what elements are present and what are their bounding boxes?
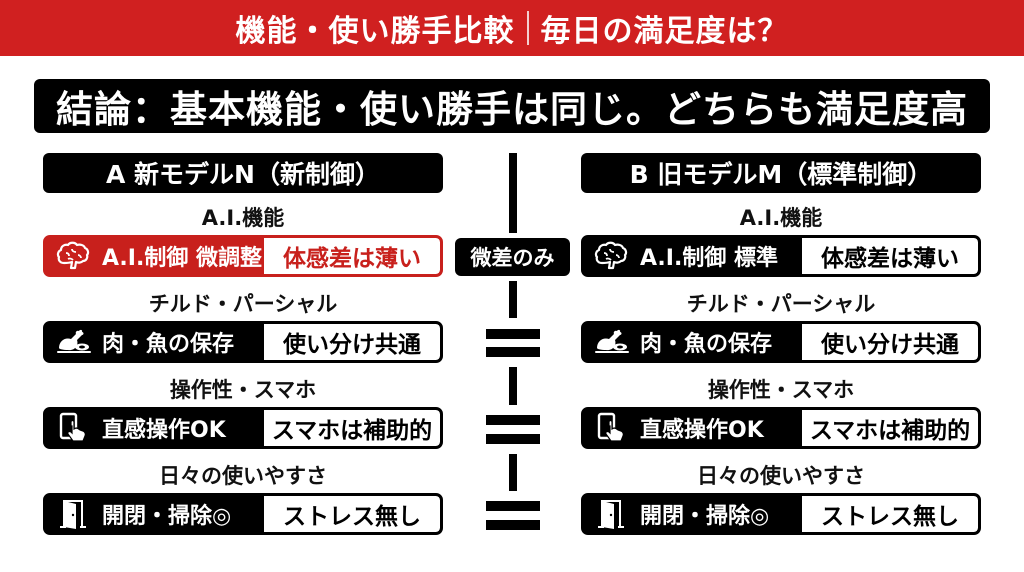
verdict-text: 使い分け共通: [264, 324, 440, 360]
category-label: 日々の使いやすさ: [697, 464, 865, 488]
brain-icon: [592, 240, 632, 272]
feature-row-ai: A.I.制御 微調整 体感差は薄い: [43, 235, 443, 277]
model-a-header: A 新モデルN（新制御）: [43, 153, 443, 193]
divider-segment: [509, 454, 517, 491]
brain-icon: [54, 240, 94, 272]
equals-sign-top: [486, 329, 540, 339]
category-label: A.I.機能: [201, 206, 285, 230]
divider-segment: [509, 367, 517, 405]
smartphone-tap-icon: [592, 412, 632, 444]
meat-fish-icon: [592, 326, 632, 358]
conclusion-banner: 結論：基本機能・使い勝手は同じ。どちらも満足度高: [34, 79, 990, 133]
equals-sign-top: [486, 415, 540, 425]
feature-text: 直感操作OK: [102, 418, 226, 443]
equals-sign-bottom: [486, 434, 540, 444]
header-bar: 機能・使い勝手比較 毎日の満足度は？: [0, 0, 1024, 56]
category-label: 操作性・スマホ: [169, 378, 317, 402]
slight-difference-badge: 微差のみ: [455, 238, 570, 276]
divider-segment: [509, 153, 517, 233]
meat-fish-icon: [54, 326, 94, 358]
verdict-text: スマホは補助的: [264, 410, 440, 446]
header-title-left: 機能・使い勝手比較: [235, 14, 515, 49]
door-icon: [592, 498, 632, 530]
verdict-text: スマホは補助的: [802, 410, 978, 446]
feature-text: A.I.制御 標準: [640, 246, 778, 271]
divider-segment: [509, 281, 517, 318]
verdict-text: 体感差は薄い: [802, 238, 978, 274]
feature-row-operation: 直感操作OK スマホは補助的: [43, 407, 443, 449]
door-icon: [54, 498, 94, 530]
model-b-header: B 旧モデルM（標準制御）: [581, 153, 981, 193]
category-label: 操作性・スマホ: [707, 378, 855, 402]
verdict-text: ストレス無し: [802, 496, 978, 532]
feature-row-chilled: 肉・魚の保存 使い分け共通: [43, 321, 443, 363]
category-label: チルド・パーシャル: [686, 292, 876, 316]
feature-text: 肉・魚の保存: [640, 332, 773, 357]
feature-row-daily: 開閉・掃除◎ ストレス無し: [581, 493, 981, 535]
feature-row-daily: 開閉・掃除◎ ストレス無し: [43, 493, 443, 535]
verdict-text: ストレス無し: [264, 496, 440, 532]
feature-row-operation: 直感操作OK スマホは補助的: [581, 407, 981, 449]
feature-text: A.I.制御 微調整: [102, 246, 262, 271]
smartphone-tap-icon: [54, 412, 94, 444]
feature-row-chilled: 肉・魚の保存 使い分け共通: [581, 321, 981, 363]
category-label: A.I.機能: [739, 206, 823, 230]
category-label: 日々の使いやすさ: [159, 464, 327, 488]
feature-text: 開閉・掃除◎: [640, 504, 770, 529]
category-label: チルド・パーシャル: [148, 292, 338, 316]
equals-sign-top: [486, 501, 540, 511]
equals-sign-bottom: [486, 520, 540, 530]
feature-text: 肉・魚の保存: [102, 332, 235, 357]
verdict-text: 体感差は薄い: [264, 238, 440, 274]
verdict-text: 使い分け共通: [802, 324, 978, 360]
equals-sign-bottom: [486, 347, 540, 357]
feature-text: 直感操作OK: [640, 418, 764, 443]
header-title-right: 毎日の満足度は？: [540, 14, 789, 49]
header-divider: [526, 11, 529, 45]
feature-text: 開閉・掃除◎: [102, 504, 232, 529]
feature-row-ai: A.I.制御 標準 体感差は薄い: [581, 235, 981, 277]
